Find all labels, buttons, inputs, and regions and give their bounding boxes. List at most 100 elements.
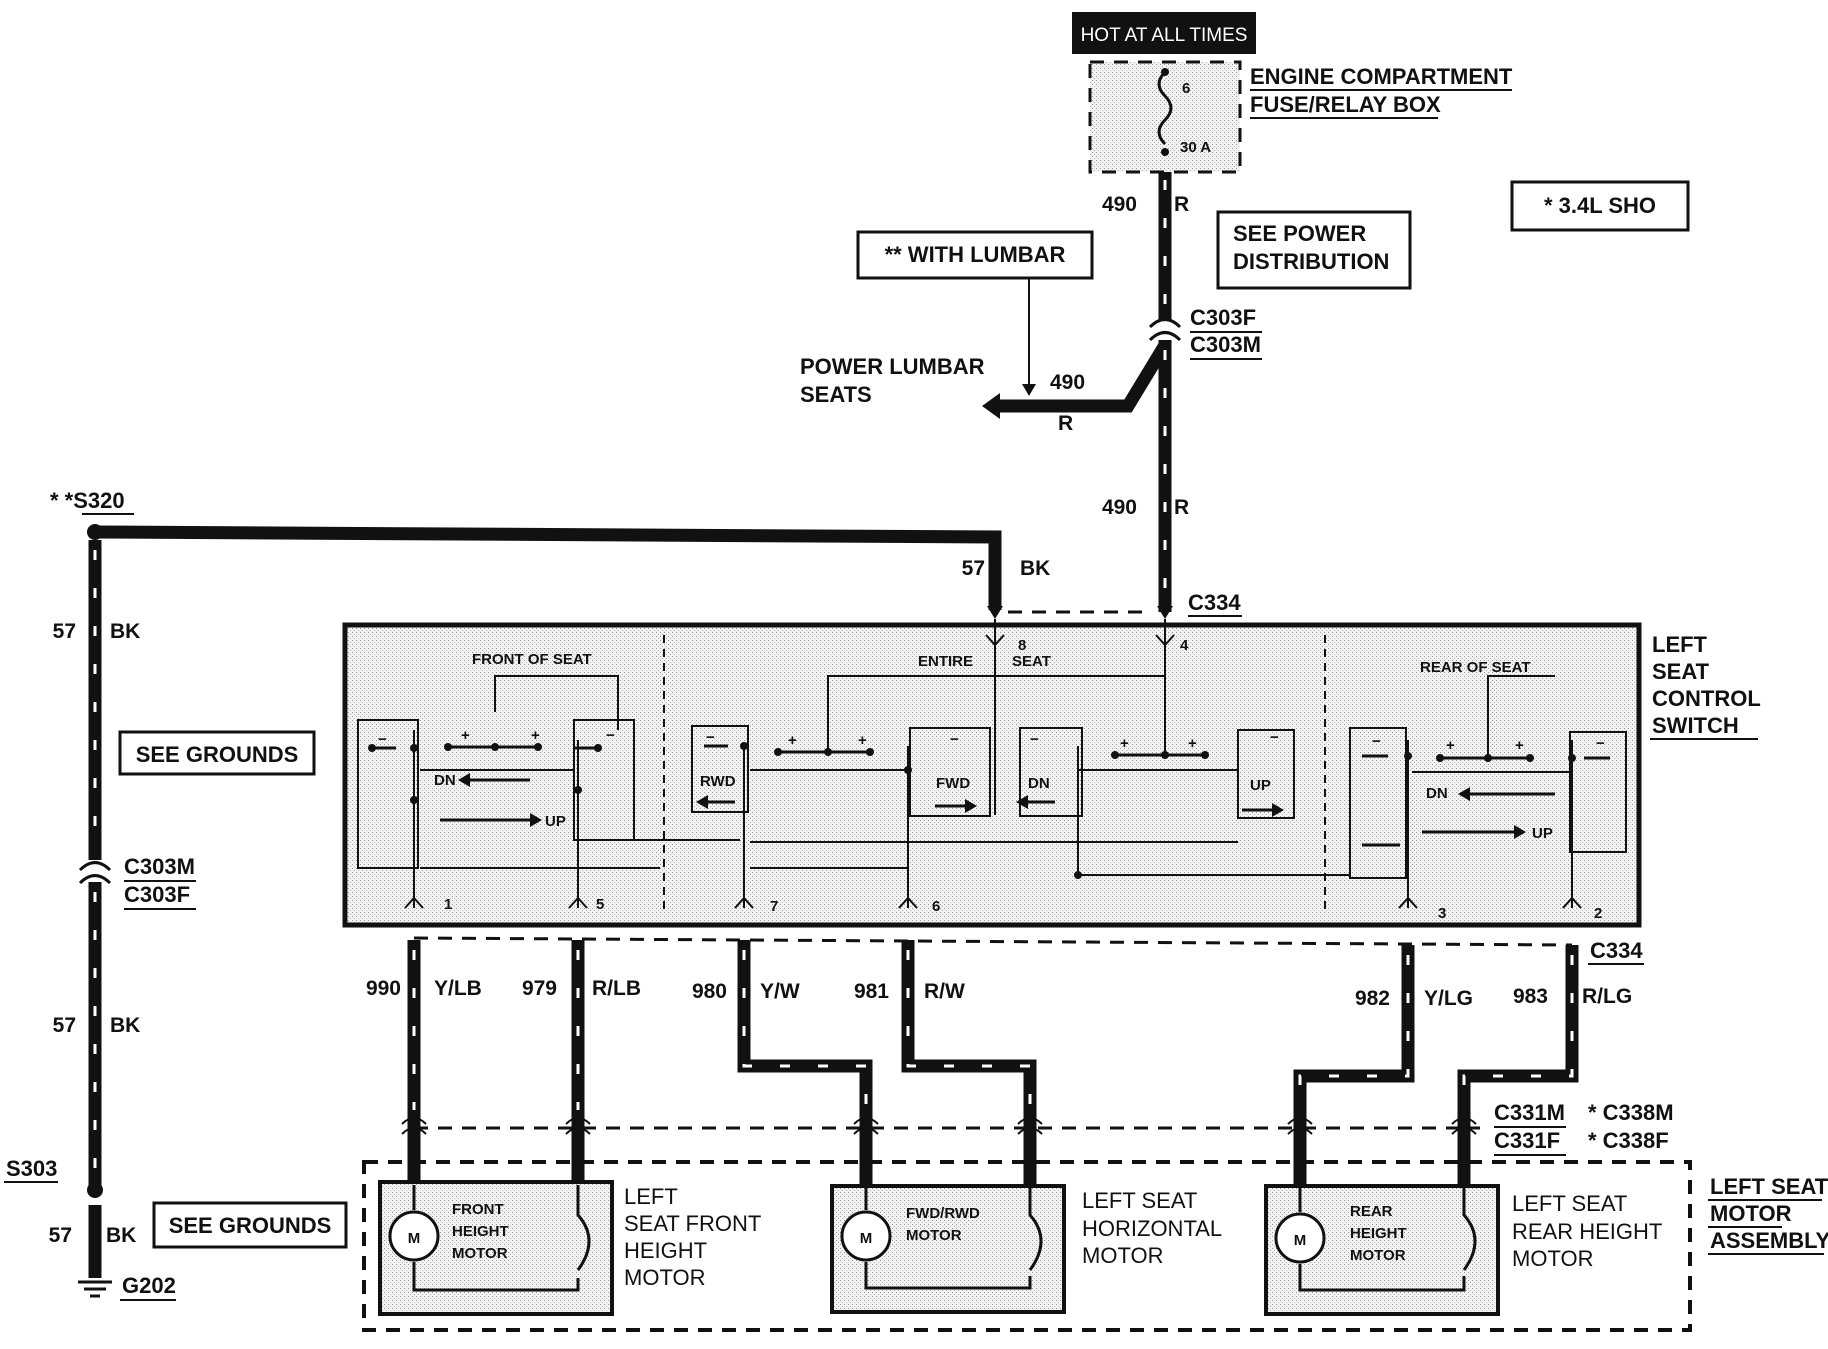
front-motor-inner-1: FRONT bbox=[452, 1201, 504, 1218]
front-motor-label-3: HEIGHT bbox=[624, 1238, 707, 1263]
front-plus-2: + bbox=[531, 727, 540, 744]
fuse-number: 6 bbox=[1182, 80, 1190, 97]
c334-pin8-terminal-icon bbox=[987, 606, 1003, 619]
front-plus-1: + bbox=[461, 727, 470, 744]
wire-981-circuit: 981 bbox=[854, 980, 889, 1003]
fuse-box-title-2: FUSE/RELAY BOX bbox=[1250, 92, 1441, 117]
c331f-label: C331F bbox=[1494, 1128, 1560, 1153]
rear-plus-1: + bbox=[1446, 737, 1455, 754]
wire-57-left-3-color: BK bbox=[106, 1224, 136, 1247]
pin-7: 7 bbox=[770, 898, 778, 915]
fuse-box bbox=[1088, 60, 1242, 174]
fuse-box-title-1: ENGINE COMPARTMENT bbox=[1250, 64, 1513, 89]
rear-motor-label-1: LEFT SEAT bbox=[1512, 1191, 1627, 1216]
wire-980-color: Y/W bbox=[760, 980, 800, 1003]
wire-983-circuit: 983 bbox=[1513, 985, 1548, 1008]
wire-57-left-2-circuit: 57 bbox=[53, 1014, 76, 1037]
hot-at-all-times-label: HOT AT ALL TIMES bbox=[1081, 25, 1248, 46]
wire-57-top-color: BK bbox=[1020, 557, 1050, 580]
g202-label: G202 bbox=[122, 1273, 176, 1298]
wire-490-lumbar bbox=[1000, 341, 1171, 413]
c303-connector-top-icon bbox=[1148, 318, 1182, 329]
lumbar-arrow-icon bbox=[982, 393, 1000, 419]
wire-981 bbox=[901, 940, 1037, 1120]
rear-section-circuit: + + DN UP − − bbox=[1349, 675, 1627, 908]
switch-pins: 1 5 7 6 8 4 3 2 bbox=[404, 634, 1602, 922]
fuse-icon bbox=[1157, 70, 1173, 146]
wire-983 bbox=[1457, 945, 1579, 1120]
front-motor-label-1: LEFT bbox=[624, 1184, 678, 1209]
rear-motor-inner-1: REAR bbox=[1350, 1203, 1393, 1220]
c338m-label: * C338M bbox=[1588, 1100, 1674, 1125]
fuse-terminal-top bbox=[1161, 68, 1169, 76]
with-lumbar-note-box bbox=[856, 230, 1094, 280]
power-lumbar-line-2: SEATS bbox=[800, 382, 872, 407]
sho-note-box bbox=[1510, 180, 1690, 232]
pin-6: 6 bbox=[932, 898, 940, 915]
horizontal-motor-label-2: HORIZONTAL bbox=[1082, 1216, 1222, 1241]
c334-top-label: C334 bbox=[1188, 590, 1241, 615]
wire-982-color: Y/LG bbox=[1424, 987, 1473, 1010]
wire-981-color: R/W bbox=[924, 980, 965, 1003]
rear-dn-label: DN bbox=[1426, 785, 1448, 802]
see-power-line-1: SEE POWER bbox=[1233, 221, 1366, 246]
rear-height-motor: M REAR HEIGHT MOTOR bbox=[1264, 1184, 1500, 1316]
see-power-line-2: DISTRIBUTION bbox=[1233, 249, 1389, 274]
front-motor-icon bbox=[388, 1210, 440, 1262]
s303-label: S303 bbox=[6, 1156, 57, 1181]
horizontal-motor-symbol: M bbox=[860, 1230, 873, 1247]
pin-5: 5 bbox=[596, 896, 604, 913]
see-power-distribution-box bbox=[1216, 210, 1412, 290]
wire-490-top-circuit: 490 bbox=[1102, 193, 1137, 216]
dn-mid-minus: − bbox=[1030, 731, 1039, 748]
fuse-rating: 30 A bbox=[1180, 139, 1211, 156]
entire-section-circuit: + + + + RWD − FWD − DN − UP − bbox=[691, 619, 1350, 908]
front-height-motor: M FRONT HEIGHT MOTOR bbox=[378, 1180, 614, 1316]
wire-490-lumbar-circuit: 490 bbox=[1050, 371, 1085, 394]
wire-490-top-color: R bbox=[1174, 193, 1189, 216]
wire-490-lumbar-color: R bbox=[1058, 412, 1073, 435]
c334-top-terminal-icon bbox=[1157, 606, 1173, 619]
rear-minus-2: − bbox=[1596, 735, 1605, 752]
switch-title-3: CONTROL bbox=[1652, 686, 1761, 711]
pin-2: 2 bbox=[1594, 905, 1602, 922]
s303-splice-dot bbox=[87, 1182, 103, 1198]
rwd-minus: − bbox=[706, 729, 715, 746]
c303m-left-label: C303M bbox=[124, 854, 195, 879]
motor-wires bbox=[407, 940, 1579, 1185]
wire-990-circuit: 990 bbox=[366, 977, 401, 1000]
horizontal-motor-inner-2: MOTOR bbox=[906, 1227, 962, 1244]
rear-motor-inner-2: HEIGHT bbox=[1350, 1225, 1407, 1242]
front-motor-label-2: SEAT FRONT bbox=[624, 1211, 761, 1236]
rear-minus-1: − bbox=[1372, 733, 1381, 750]
see-grounds-box-2 bbox=[152, 1201, 348, 1249]
c334-bottom-label: C334 bbox=[1590, 938, 1643, 963]
entire-plus-4: + bbox=[1188, 735, 1197, 752]
up-mid-minus: − bbox=[1270, 729, 1279, 746]
wire-57-left-1-color: BK bbox=[110, 620, 140, 643]
rear-of-seat-label: REAR OF SEAT bbox=[1420, 659, 1531, 676]
see-grounds-box-1 bbox=[118, 730, 316, 776]
front-of-seat-label: FRONT OF SEAT bbox=[472, 651, 592, 668]
entire-up-label: UP bbox=[1250, 777, 1271, 794]
with-lumbar-note: ** WITH LUMBAR bbox=[885, 242, 1066, 267]
entire-label: ENTIRE bbox=[918, 653, 973, 670]
wire-57-left-1-circuit: 57 bbox=[53, 620, 76, 643]
wire-57-left-2-color: BK bbox=[110, 1014, 140, 1037]
fwd-minus: − bbox=[950, 731, 959, 748]
rear-motor-label-2: REAR HEIGHT bbox=[1512, 1219, 1662, 1244]
pin-3: 3 bbox=[1438, 905, 1446, 922]
horizontal-motor-label-3: MOTOR bbox=[1082, 1243, 1163, 1268]
sho-note: * 3.4L SHO bbox=[1544, 193, 1656, 218]
switch-title-1: LEFT bbox=[1652, 632, 1708, 657]
wire-979-circuit: 979 bbox=[522, 977, 557, 1000]
horizontal-motor-icon bbox=[840, 1210, 892, 1262]
front-motor-inner-2: HEIGHT bbox=[452, 1223, 509, 1240]
see-grounds-1: SEE GROUNDS bbox=[136, 742, 299, 767]
switch-title-2: SEAT bbox=[1652, 659, 1710, 684]
wire-982-circuit: 982 bbox=[1355, 987, 1390, 1010]
c338f-label: * C338F bbox=[1588, 1128, 1669, 1153]
horizontal-motor-label-1: LEFT SEAT bbox=[1082, 1188, 1197, 1213]
c303-connector-bottom-icon bbox=[1148, 331, 1182, 342]
